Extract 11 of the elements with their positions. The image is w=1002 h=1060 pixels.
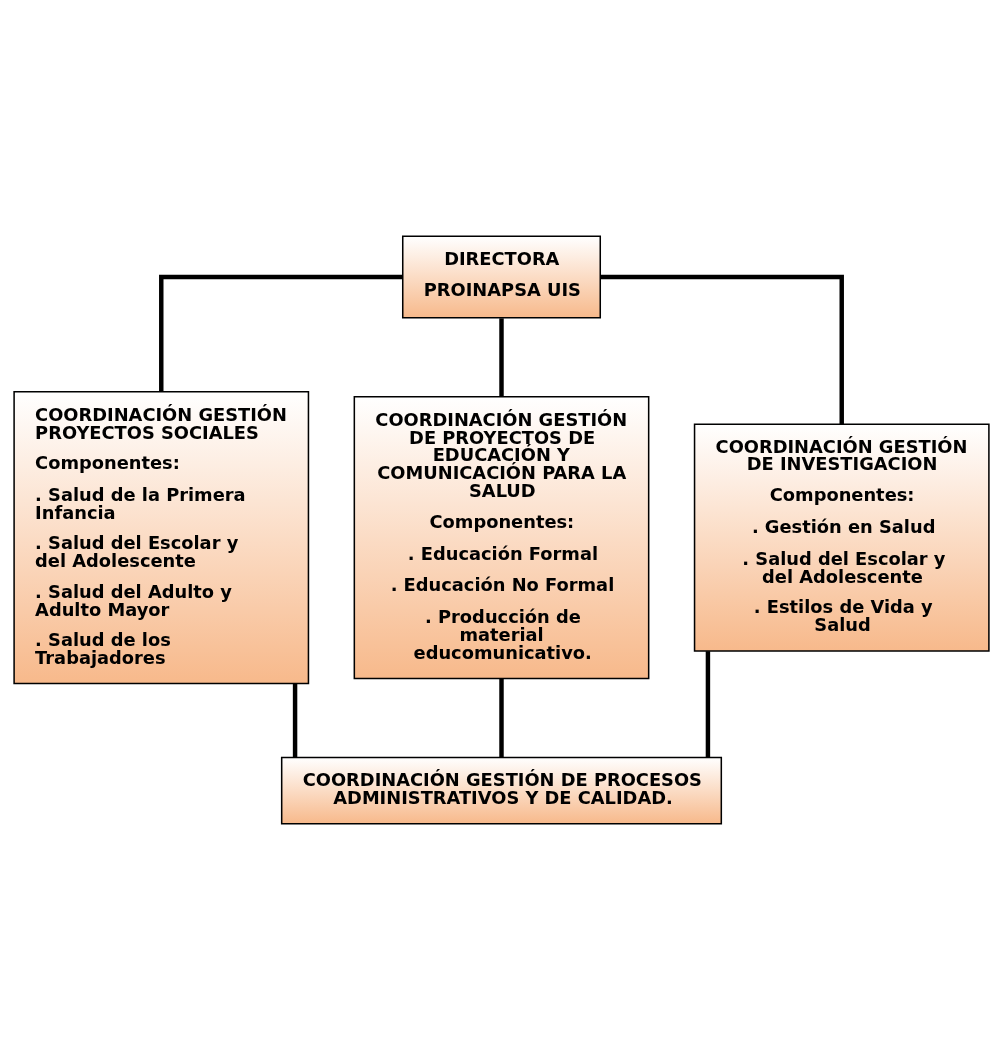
node-box: COORDINACIÓN GESTIÓN DE PROCESOS ADMINISTRATIVOS Y DE CALIDAD. bbox=[280, 756, 722, 825]
connector bbox=[599, 274, 844, 425]
connector bbox=[158, 274, 403, 392]
connector bbox=[292, 683, 297, 758]
node-box: COORDINACIÓN GESTIÓN DE INVESTIGACION Componentes: . Gestión en Salud . Salud del Escolar y del Adolescente . Estilos de Vida y Salud bbox=[693, 423, 990, 652]
node-box: COORDINACIÓN GESTIÓN PROYECTOS SOCIALES Componentes: . Salud de la Primera Infancia . Salud del Escolar y del Adolescente . Salud del Adulto y Adulto Mayor . Salud de los Trabajadores bbox=[12, 390, 309, 685]
node-box: DIRECTORA PROINAPSA UIS bbox=[401, 235, 601, 319]
connector bbox=[705, 651, 710, 758]
connector bbox=[498, 318, 504, 397]
node-box: COORDINACIÓN GESTIÓN DE PROYECTOS DE EDUCACIÓN Y COMUNICACIÓN PARA LA SALUD Componentes: . Educación Formal . Educación No Formal . Producción de material educomunicativo. bbox=[353, 396, 649, 680]
connector bbox=[498, 678, 504, 758]
